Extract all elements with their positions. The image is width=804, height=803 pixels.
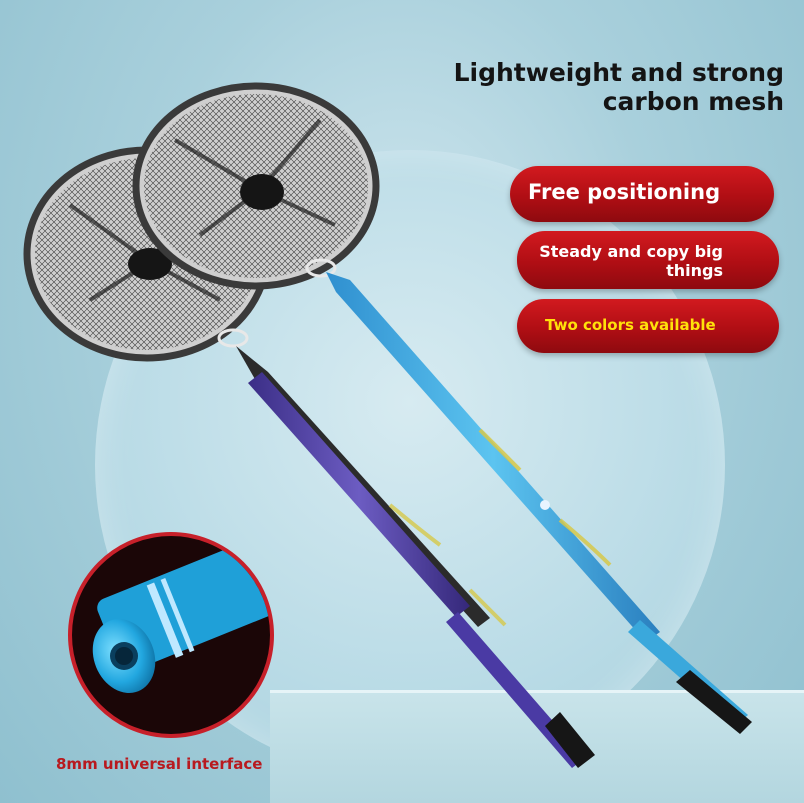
feature-label: Free positioning <box>528 180 721 204</box>
zoom-caption: 8mm universal interface <box>56 755 263 773</box>
interface-zoom-circle <box>68 532 274 738</box>
rod-end-cap-image <box>92 536 270 693</box>
blue-net <box>132 82 752 734</box>
feature-badge-two-colors: Two colors available <box>517 299 779 353</box>
feature-label: Steady and copy big things <box>539 242 723 280</box>
headline: Lightweight and strong carbon mesh <box>453 58 784 116</box>
floor-edge <box>270 690 804 693</box>
feature-badge-steady: Steady and copy big things <box>517 231 779 289</box>
feature-label: Two colors available <box>545 316 716 334</box>
feature-badge-free-positioning: Free positioning <box>510 166 774 222</box>
